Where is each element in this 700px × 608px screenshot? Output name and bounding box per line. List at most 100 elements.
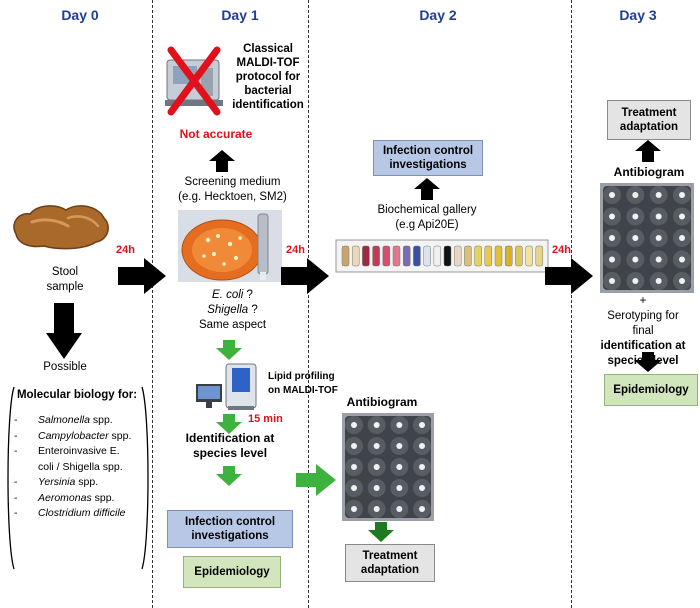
antibiotic-disk bbox=[351, 422, 357, 428]
api-cupule bbox=[362, 245, 370, 267]
time-label-15min: 15 min bbox=[248, 413, 283, 425]
plus-sign: + bbox=[639, 295, 647, 307]
possible-label: Possible bbox=[43, 361, 87, 373]
api-cupule bbox=[464, 245, 472, 267]
maldi-instrument-crossed-image bbox=[165, 46, 223, 116]
day-divider-2 bbox=[308, 0, 309, 608]
api-cupule bbox=[484, 245, 493, 267]
antibiotic-disk bbox=[655, 192, 662, 198]
shigella-question: Shigella ? bbox=[207, 304, 258, 316]
antibiotic-disk bbox=[396, 506, 403, 512]
green-down-arrow-day2 bbox=[368, 522, 394, 542]
molecular-biology-title: Molecular biology for: bbox=[16, 389, 138, 401]
antibiotic-disk bbox=[396, 422, 403, 428]
antibiotic-disk bbox=[419, 443, 425, 449]
day-divider-1 bbox=[152, 0, 153, 608]
antibiotic-disk bbox=[632, 213, 639, 220]
green-down-arrow-2 bbox=[216, 414, 242, 434]
api-cupule bbox=[433, 245, 442, 267]
day-divider-3 bbox=[571, 0, 572, 608]
down-arrow-day3 bbox=[634, 352, 662, 372]
list-item: Yersinia spp. bbox=[14, 475, 146, 491]
api-cupule bbox=[392, 245, 401, 267]
api-cupule bbox=[443, 245, 452, 267]
green-down-arrow-1 bbox=[216, 340, 242, 360]
right-arrow-day1-day2 bbox=[281, 258, 329, 294]
antibiotic-disk bbox=[373, 464, 380, 470]
antibiotic-disk bbox=[373, 422, 380, 428]
right-arrow-day2-day3 bbox=[545, 258, 593, 294]
antibiotic-disk bbox=[655, 213, 662, 220]
serotyping-label: Serotyping for final bbox=[607, 310, 679, 337]
stool-sample-image bbox=[13, 205, 109, 250]
antibiotic-disk bbox=[632, 256, 639, 263]
antibiogram-label-day2: Antibiogram bbox=[346, 395, 418, 409]
api-cupule bbox=[413, 245, 421, 267]
right-arrow-day0-day1 bbox=[118, 258, 166, 294]
list-item: Clostridium difficile bbox=[14, 506, 146, 522]
antibiogram-plate-image-day3 bbox=[600, 183, 694, 293]
antibiotic-disk bbox=[419, 485, 425, 491]
treatment-adaptation-box-day3: Treatment adaptation bbox=[607, 100, 691, 140]
antibiotic-disk bbox=[609, 256, 615, 263]
antibiotic-disk bbox=[396, 464, 403, 470]
list-item: Enteroinvasive E. coli / Shigella spp. bbox=[14, 444, 146, 475]
api-cupule bbox=[504, 245, 513, 267]
antibiotic-disk bbox=[351, 443, 357, 449]
day1-header: Day 1 bbox=[221, 7, 259, 23]
same-aspect-label: Same aspect bbox=[198, 319, 267, 331]
antibiotic-disk bbox=[419, 422, 425, 428]
biochemical-gallery-label: Biochemical gallery (e.g Api20E) bbox=[377, 204, 477, 231]
molecular-biology-list: Salmonella spp. Campylobacter spp. Enter… bbox=[14, 413, 146, 522]
antibiotic-disk bbox=[632, 278, 639, 284]
antibiotic-disk bbox=[679, 278, 685, 284]
antibiotic-disk bbox=[679, 256, 685, 263]
identification-label-day1: Identification at species level bbox=[185, 431, 275, 460]
antibiotic-disk bbox=[351, 464, 357, 470]
antibiotic-disk bbox=[655, 235, 662, 241]
ecoli-question: E. coli ? bbox=[212, 289, 253, 301]
species-question: E. coli ? Shigella ? Same aspect bbox=[160, 288, 305, 333]
api-cupule bbox=[535, 245, 544, 267]
not-accurate-label: Not accurate bbox=[179, 127, 253, 141]
antibiotic-disk bbox=[679, 235, 685, 241]
antibiotic-disk bbox=[609, 213, 615, 220]
maldi-tof-instrument-image bbox=[196, 363, 257, 410]
antibiotic-disk bbox=[679, 213, 685, 220]
api-cupule bbox=[341, 245, 350, 267]
api-cupule bbox=[525, 245, 533, 267]
stool-sample-label: Stool sample bbox=[46, 266, 84, 293]
green-down-arrow-3 bbox=[216, 466, 242, 486]
day0-header: Day 0 bbox=[61, 7, 99, 23]
infection-control-box-day2: Infection control investigations bbox=[373, 140, 483, 176]
time-label-24h: 24h bbox=[116, 244, 135, 256]
api-cupule bbox=[515, 245, 523, 267]
screening-plate-image bbox=[178, 210, 282, 282]
antibiotic-disk bbox=[396, 485, 403, 491]
antibiogram-label-day3: Antibiogram bbox=[613, 165, 685, 179]
time-label-24h: 24h bbox=[552, 244, 571, 256]
antibiotic-disk bbox=[655, 256, 662, 263]
epidemiology-box-day1: Epidemiology bbox=[183, 556, 281, 588]
time-label-24h: 24h bbox=[286, 244, 305, 256]
molecular-bracket bbox=[7, 386, 149, 570]
infection-control-box-day1: Infection control investigations bbox=[167, 510, 293, 548]
antibiogram-plate-image-day2 bbox=[342, 413, 434, 521]
antibiotic-disk bbox=[351, 506, 357, 512]
antibiotic-disk bbox=[655, 278, 662, 284]
api-cupule bbox=[494, 245, 503, 267]
classical-maldi-text: Classical MALDI-TOF protocol for bacteri… bbox=[232, 43, 304, 111]
antibiotic-disk bbox=[419, 464, 425, 470]
up-arrow-day1 bbox=[209, 150, 235, 172]
api-cupule bbox=[423, 245, 431, 267]
api-cupule bbox=[402, 245, 411, 267]
antibiotic-disk bbox=[373, 443, 380, 449]
api-cupule bbox=[372, 245, 380, 267]
treatment-adaptation-box-day2: Treatment adaptation bbox=[345, 544, 435, 582]
api-cupule bbox=[382, 245, 391, 267]
api-cupule bbox=[453, 245, 462, 267]
api-cupule bbox=[351, 245, 360, 267]
day2-header: Day 2 bbox=[419, 7, 457, 23]
up-arrow-day2 bbox=[414, 178, 440, 200]
